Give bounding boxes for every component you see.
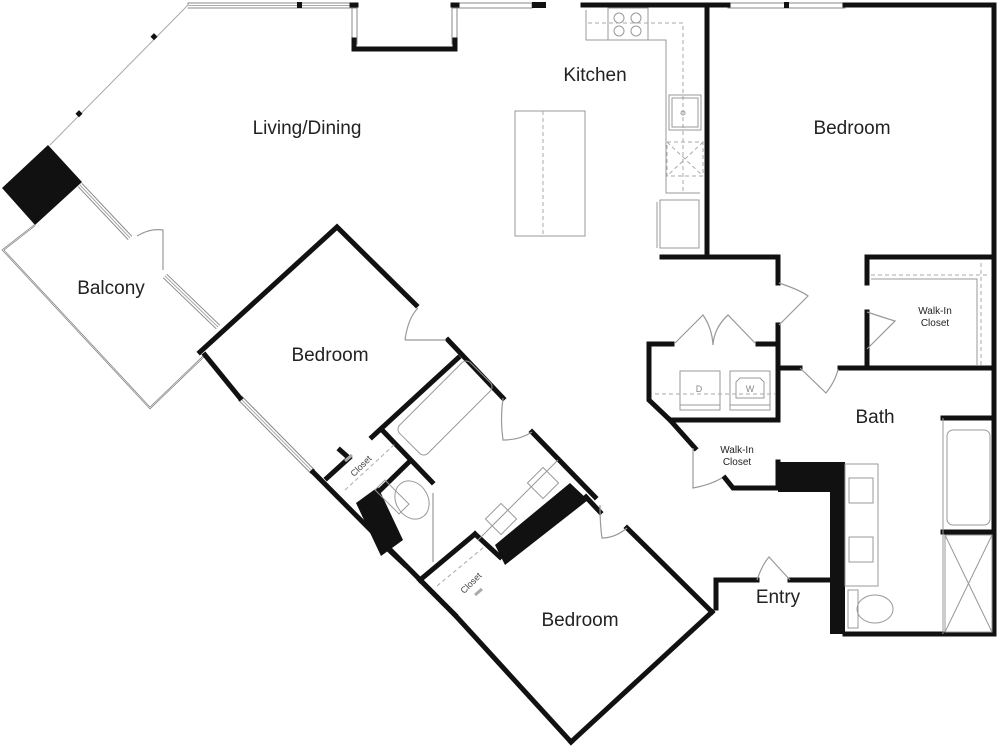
room-label-entry: Entry	[755, 587, 801, 608]
walls	[196, 2, 997, 746]
walkin-closet-shelves	[871, 263, 990, 365]
room-label-main-bedroom: Bedroom	[813, 118, 891, 139]
room-label-bedroom-3: Bedroom	[541, 610, 619, 631]
walkin-closet-label-line1: Walk-In	[918, 306, 952, 317]
room-label-bath: Bath	[855, 407, 895, 428]
room-label-walkin-closet-2: Walk-In Closet	[720, 445, 754, 469]
balcony-outline	[1, 224, 206, 410]
walkin-closet-2-label-line2: Closet	[722, 457, 752, 468]
room-label-kitchen: Kitchen	[563, 65, 627, 86]
doors	[136, 229, 897, 581]
room-label-balcony: Balcony	[77, 278, 145, 299]
walkin-closet-label-line2: Closet	[920, 318, 950, 329]
bath-fixtures	[844, 418, 993, 634]
closet-rods	[344, 443, 485, 597]
dryer-label: D	[695, 384, 703, 394]
room-label-bedroom-2: Bedroom	[291, 345, 369, 366]
kitchen-fixtures	[514, 7, 704, 249]
room-label-living-dining: Living/Dining	[252, 118, 362, 139]
laundry	[655, 370, 775, 411]
bath-2-fixtures	[374, 360, 560, 541]
washer-label: W	[745, 384, 755, 394]
windows	[48, 2, 846, 475]
walkin-closet-2-label-line1: Walk-In	[720, 445, 754, 456]
room-label-walkin-closet-main: Walk-In Closet	[918, 306, 952, 330]
